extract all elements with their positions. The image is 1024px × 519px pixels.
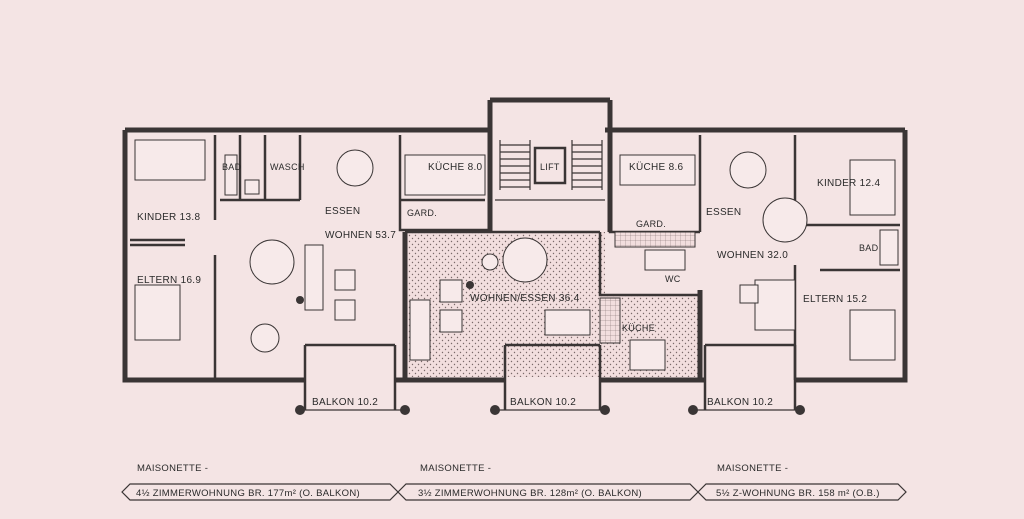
room-label-lift: LIFT bbox=[540, 162, 560, 172]
room-label-kueche-2: KÜCHE 8.6 bbox=[629, 161, 684, 173]
room-label-wc: WC bbox=[665, 274, 681, 284]
room-label-kueche-1: KÜCHE 8.0 bbox=[428, 161, 483, 173]
unit-desc-right: 5½ Z-WOHNUNG BR. 158 m² (O.B.) bbox=[716, 488, 880, 499]
room-label-eltern-1: ELTERN 16.9 bbox=[137, 275, 201, 286]
stair-core bbox=[495, 140, 605, 201]
room-label-bad-right: BAD bbox=[859, 243, 879, 253]
room-label-gard-1: GARD. bbox=[407, 208, 437, 218]
room-label-essen-2: ESSEN bbox=[706, 207, 741, 218]
unit-desc-middle: 3½ ZIMMERWOHNUNG BR. 128m² (O. BALKON) bbox=[418, 488, 642, 499]
balconies bbox=[295, 343, 805, 415]
outer-walls bbox=[122, 97, 908, 383]
balcony-label-right: BALKON 10.2 bbox=[707, 397, 773, 408]
unit-desc-left: 4½ ZIMMERWOHNUNG BR. 177m² (O. BALKON) bbox=[136, 488, 360, 499]
unit-captions: MAISONETTE - 4½ ZIMMERWOHNUNG BR. 177m² … bbox=[121, 463, 907, 501]
room-label-wohnen-2: WOHNEN 32.0 bbox=[717, 250, 788, 261]
room-label-essen-1: ESSEN bbox=[325, 206, 360, 217]
room-label-wasch: WASCH bbox=[270, 162, 305, 172]
balcony-label-middle: BALKON 10.2 bbox=[510, 397, 576, 408]
unit-heading-left: MAISONETTE - bbox=[137, 463, 208, 474]
room-label-wohnen-1: WOHNEN 53.7 bbox=[325, 230, 396, 241]
unit-heading-middle: MAISONETTE - bbox=[420, 463, 491, 474]
room-label-bad-left: BAD bbox=[222, 162, 242, 172]
room-label-kinder-2: KINDER 12.4 bbox=[817, 178, 880, 189]
room-label-wohnen-essen: WOHNEN/ESSEN 36.4 bbox=[470, 293, 580, 304]
balcony-labels: BALKON 10.2 BALKON 10.2 BALKON 10.2 bbox=[312, 397, 773, 408]
room-labels: BAD WASCH KÜCHE 8.0 ESSEN GARD. KINDER 1… bbox=[137, 161, 880, 333]
room-label-gard-2: GARD. bbox=[636, 219, 666, 229]
room-label-kueche-3: KÜCHE bbox=[622, 323, 655, 333]
room-label-eltern-2: ELTERN 15.2 bbox=[803, 294, 867, 305]
balcony-label-left: BALKON 10.2 bbox=[312, 397, 378, 408]
room-label-kinder-1: KINDER 13.8 bbox=[137, 212, 200, 223]
unit-heading-right: MAISONETTE - bbox=[717, 463, 788, 474]
middle-unit-walls bbox=[405, 230, 700, 371]
right-unit-walls bbox=[608, 135, 900, 380]
left-unit-walls bbox=[130, 135, 490, 380]
